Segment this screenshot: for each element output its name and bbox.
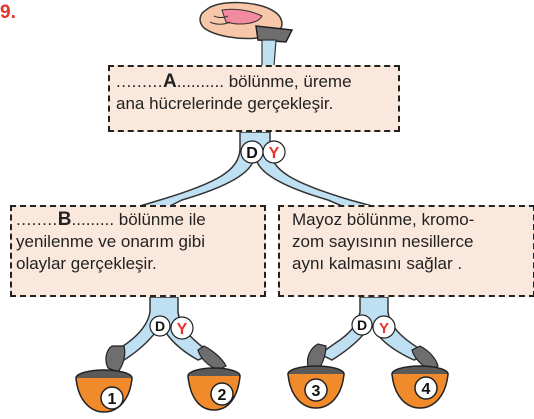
fork-left-right-label: Y [177, 321, 188, 338]
y-tube-left [105, 296, 227, 373]
hand-pouring-icon [199, 1, 294, 67]
blank-letter-b: B [57, 209, 72, 230]
fork-right-right-label: Y [379, 320, 389, 337]
statement-box-b: ........B......... bölünme ile yenilenme… [10, 205, 266, 297]
fork-left-labels: D Y [149, 315, 194, 340]
svg-text:4: 4 [422, 381, 431, 398]
question-number: 9. [0, 2, 16, 23]
fork-left-left-label: D [155, 318, 165, 334]
svg-text:2: 2 [218, 387, 227, 404]
cup-label-4: 4 [414, 376, 438, 400]
fork-top-right-label: Y [269, 145, 280, 162]
svg-text:3: 3 [312, 383, 321, 400]
cup-label-1: 1 [100, 386, 124, 410]
blank-letter-a: A [163, 71, 177, 92]
fork-top-left-label: D [246, 145, 258, 162]
fork-top-labels: D Y [240, 140, 286, 164]
statement-box-mayoz: Mayoz bölünme, kromo- zom sayısının nesi… [278, 205, 534, 297]
statement-box-a: .........A.......... bölünme, üreme ana … [108, 65, 400, 132]
svg-text:1: 1 [108, 391, 117, 408]
y-tube-right [306, 296, 439, 371]
cup-label-2: 2 [210, 382, 234, 406]
fork-right-labels: D Y [351, 314, 396, 339]
fork-right-left-label: D [357, 317, 367, 333]
cup-label-3: 3 [304, 378, 328, 402]
